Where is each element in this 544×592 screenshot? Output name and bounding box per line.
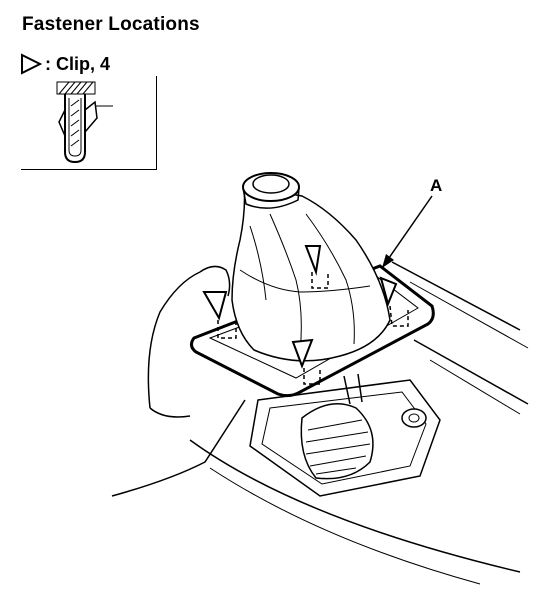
clip-detail-inset bbox=[21, 76, 157, 170]
legend-label: : Clip, 4 bbox=[45, 53, 111, 74]
clip-marker-1 bbox=[202, 291, 228, 321]
triangle-outline-icon bbox=[21, 53, 42, 75]
clip-marker-4 bbox=[291, 338, 314, 369]
clip-marker-2 bbox=[304, 245, 322, 276]
clip-detail-icon bbox=[56, 81, 113, 164]
clip-marker-3 bbox=[379, 276, 398, 308]
callout-a-label: A bbox=[430, 176, 443, 195]
legend: : Clip, 4 bbox=[20, 53, 110, 75]
figure-title: Fastener Locations bbox=[22, 14, 200, 35]
